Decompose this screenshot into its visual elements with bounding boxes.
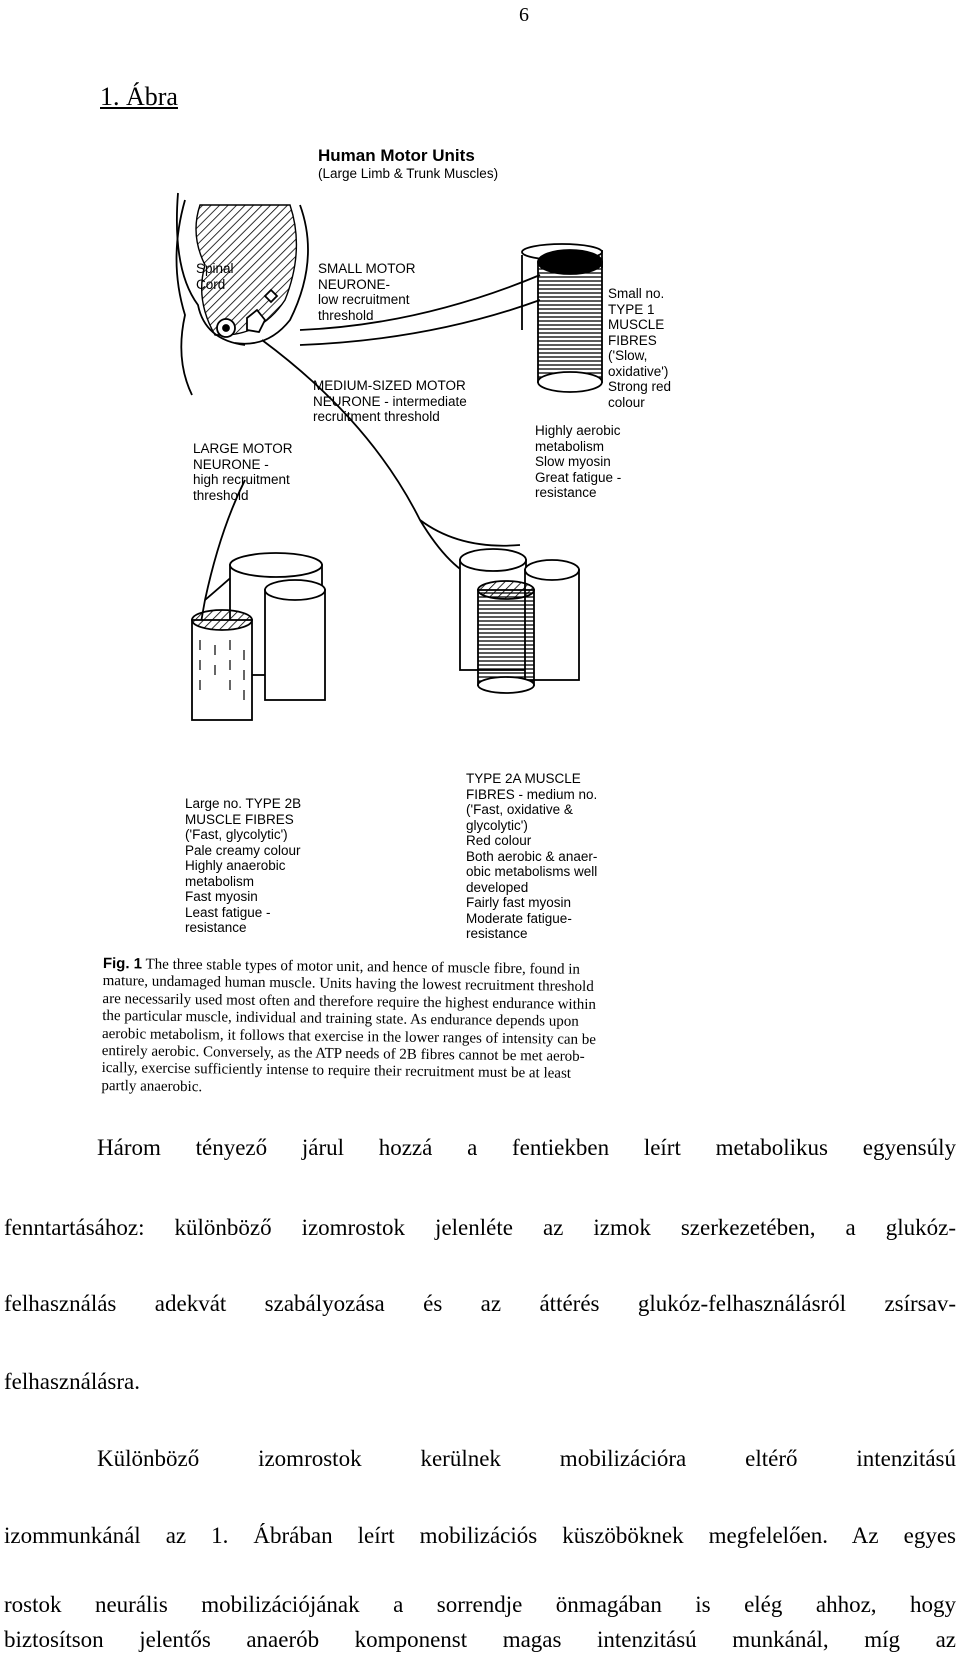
figure-number: Fig. 1	[103, 955, 142, 972]
type2a-fibre-cylinders	[460, 549, 579, 693]
body-line: izommunkánál az 1. Ábrában leírt mobiliz…	[4, 1523, 956, 1549]
body-line: felhasználásra.	[4, 1369, 956, 1395]
figure-subtitle: (Large Limb & Trunk Muscles)	[318, 166, 498, 181]
body-line: Különböző izomrostok kerülnek mobilizáci…	[97, 1446, 956, 1472]
type2b-fibre-cylinders	[192, 553, 325, 720]
figure-title: Human Motor Units	[318, 146, 475, 166]
type1-fibre-cylinder	[538, 262, 602, 382]
body-line: felhasználás adekvát szabályozása és az …	[4, 1291, 956, 1317]
body-line: fenntartásához: különböző izomrostok jel…	[4, 1215, 956, 1241]
spinal-cord-outline	[177, 200, 193, 395]
body-line: biztosítson jelentős anaerób komponenst …	[4, 1627, 956, 1653]
figure-legend: Fig. 1 The three stable types of motor u…	[101, 955, 743, 1103]
body-line: rostok neurális mobilizációjának a sorre…	[4, 1592, 956, 1618]
body-line: Három tényező járul hozzá a fentiekben l…	[97, 1135, 956, 1161]
